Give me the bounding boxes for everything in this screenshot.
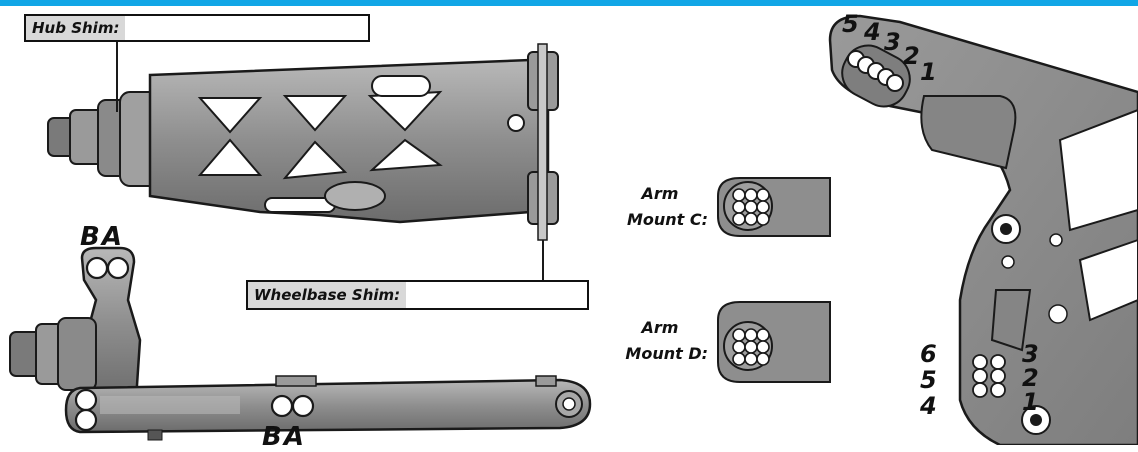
tower-left-number-4: 4 bbox=[920, 392, 937, 420]
tower-right-number-2: 2 bbox=[1022, 364, 1039, 392]
upright-top-letters: BA bbox=[80, 222, 124, 252]
hub-shim-field: Hub Shim: bbox=[24, 14, 378, 42]
lower-link-arm bbox=[64, 375, 592, 441]
tower-top-number-2: 2 bbox=[903, 42, 920, 70]
tower-left-number-5: 5 bbox=[920, 366, 937, 394]
tower-top-number-4: 4 bbox=[864, 18, 881, 46]
tower-right-number-1: 1 bbox=[1022, 388, 1039, 416]
arm-mount-c-label: Arm Mount C: bbox=[626, 184, 708, 229]
wheelbase-shim-label: Wheelbase Shim: bbox=[248, 282, 407, 308]
wheelbase-shim-field: Wheelbase Shim: bbox=[246, 280, 597, 310]
top-accent-bar bbox=[0, 0, 1138, 6]
arm-mount-d-graphic bbox=[717, 301, 831, 383]
suspension-arm bbox=[47, 43, 559, 241]
tower-top-number-5: 5 bbox=[842, 10, 859, 38]
rear-upright bbox=[9, 246, 142, 402]
hub-shim-label: Hub Shim: bbox=[26, 16, 126, 40]
hub-shim-input[interactable] bbox=[156, 16, 378, 40]
wheelbase-shim-input[interactable] bbox=[448, 282, 597, 308]
tower-top-number-3: 3 bbox=[884, 28, 901, 56]
arm-mount-c-graphic bbox=[717, 177, 831, 237]
lower-arm-letters: BA bbox=[262, 422, 306, 452]
tower-left-number-6: 6 bbox=[920, 340, 937, 368]
tower-top-number-1: 1 bbox=[920, 58, 937, 86]
arm-mount-d-label: Arm Mount D: bbox=[625, 318, 708, 363]
tower-right-number-3: 3 bbox=[1022, 340, 1039, 368]
shock-tower bbox=[828, 14, 1138, 445]
